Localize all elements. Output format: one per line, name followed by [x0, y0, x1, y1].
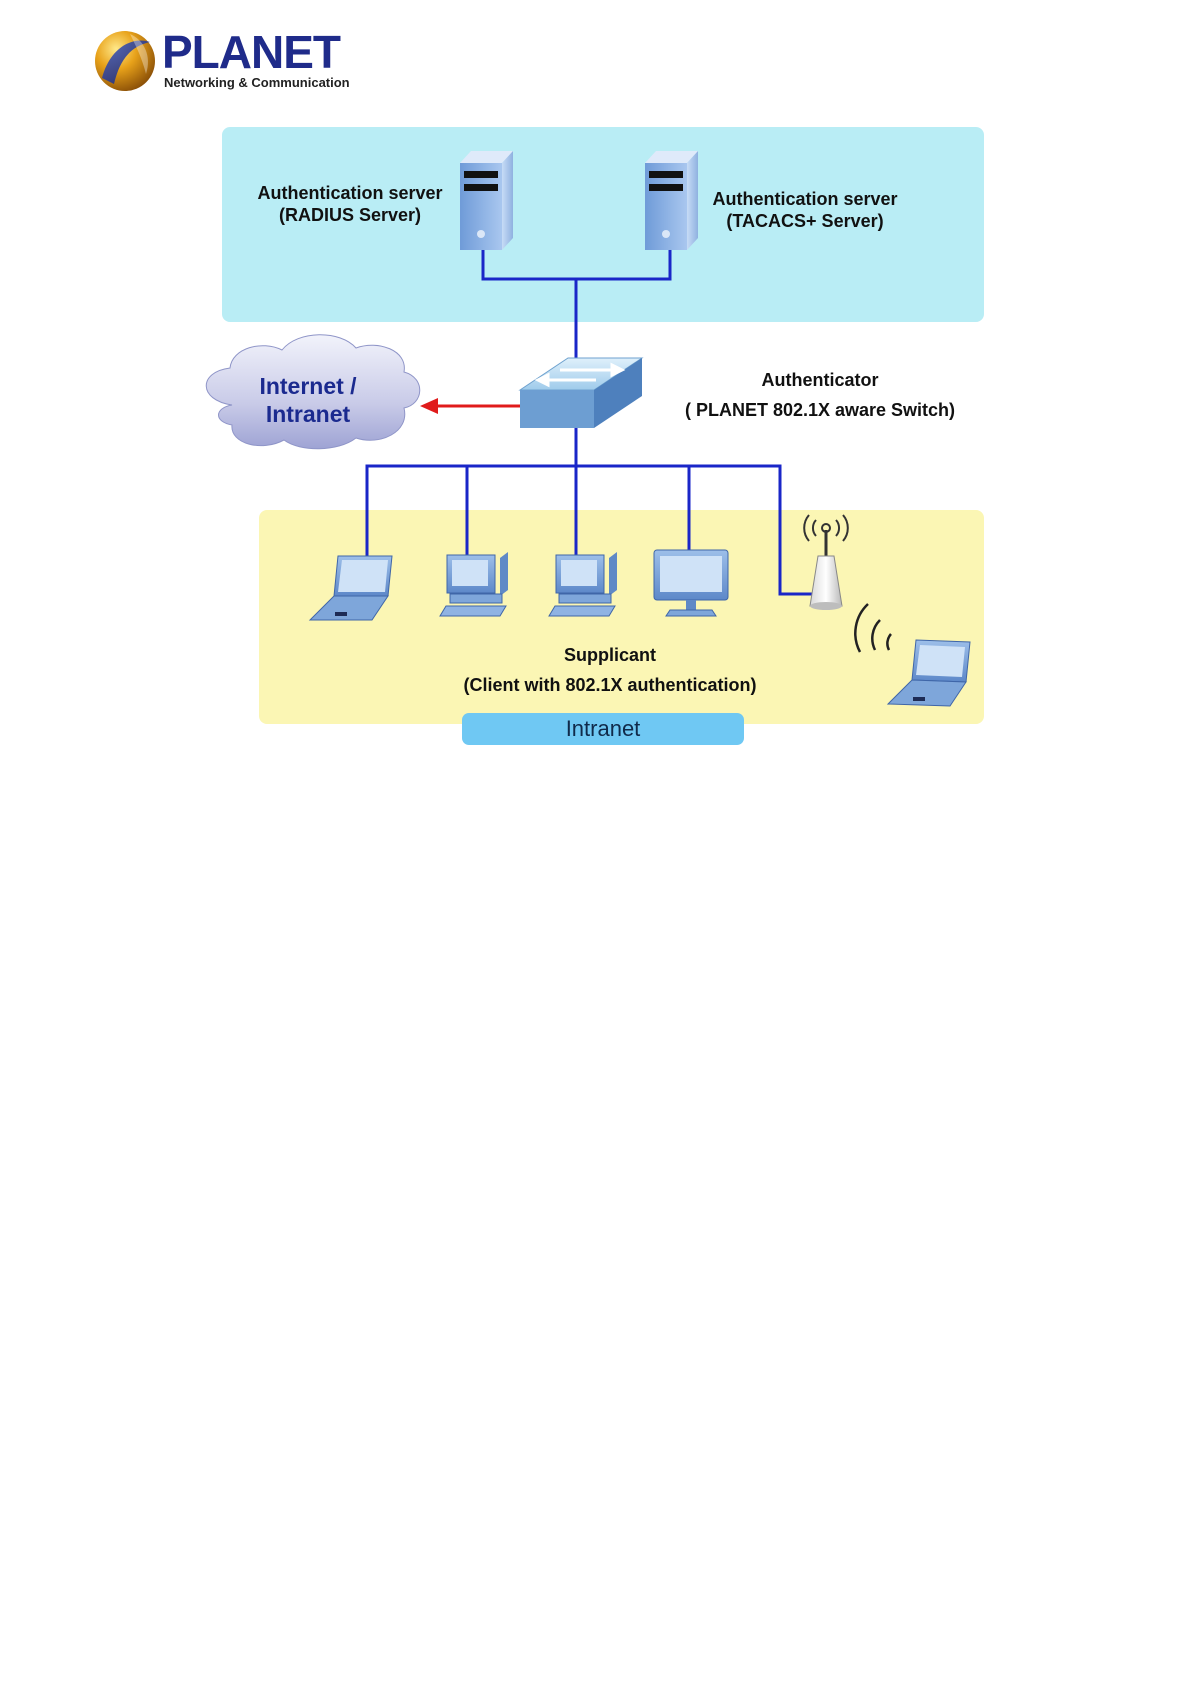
switch-icon: [520, 358, 642, 428]
uplink-arrow: [420, 398, 520, 414]
cloud-label-line1: Internet /: [233, 372, 383, 400]
cloud-label: Internet / Intranet: [233, 372, 383, 428]
tacacs-server-icon: [645, 151, 698, 250]
radius-server-label: Authentication server (RADIUS Server): [255, 182, 445, 226]
radius-server-subtitle: (RADIUS Server): [255, 204, 445, 226]
cloud-label-line2: Intranet: [233, 400, 383, 428]
supplicant-subtitle: (Client with 802.1X authentication): [440, 670, 780, 700]
tacacs-server-subtitle: (TACACS+ Server): [710, 210, 900, 232]
radius-server-title: Authentication server: [255, 182, 445, 204]
tacacs-server-label: Authentication server (TACACS+ Server): [710, 188, 900, 232]
intranet-bar: Intranet: [462, 713, 744, 745]
authenticator-label: Authenticator ( PLANET 802.1X aware Swit…: [675, 365, 965, 425]
tacacs-server-title: Authentication server: [710, 188, 900, 210]
authenticator-subtitle: ( PLANET 802.1X aware Switch): [675, 395, 965, 425]
supplicant-title: Supplicant: [440, 640, 780, 670]
supplicant-label: Supplicant (Client with 802.1X authentic…: [440, 640, 780, 700]
radius-server-icon: [460, 151, 513, 250]
authenticator-title: Authenticator: [675, 365, 965, 395]
